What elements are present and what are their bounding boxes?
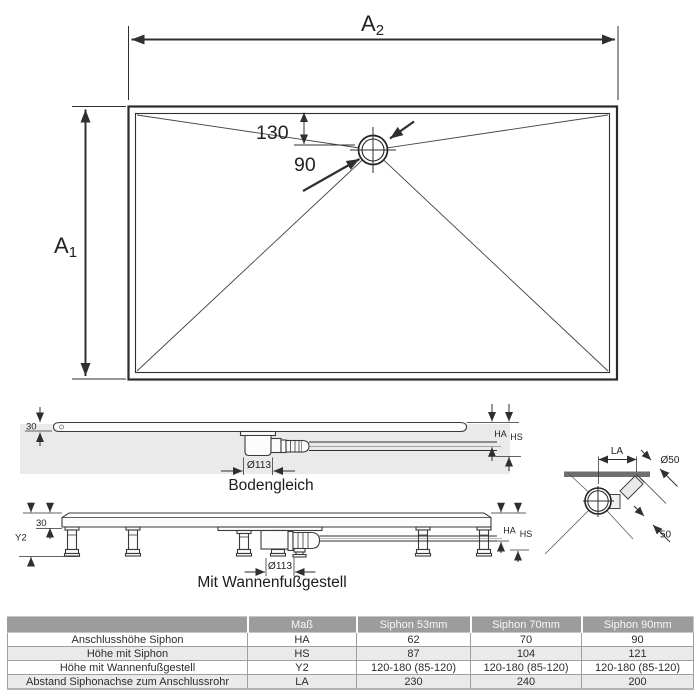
table-row-ha: Anschlusshöhe Siphon HA 62 70 90 — [7, 632, 694, 647]
siphon-trap-feet — [260, 529, 502, 558]
label-a1: A1 — [54, 233, 77, 261]
drain-symbol — [350, 127, 396, 173]
dimension-ha-hs-feet: HA HS — [480, 502, 533, 562]
table-row-la: Abstand Siphonachse zum Anschlussrohr LA… — [7, 674, 694, 690]
section-wannenfussgestell: Y2 30 Ø113 — [15, 502, 533, 576]
row-label: Anschlusshöhe Siphon — [7, 632, 248, 647]
support-feet — [63, 526, 493, 557]
svg-text:HA: HA — [494, 429, 507, 439]
svg-text:Ø113: Ø113 — [247, 460, 271, 471]
row-value: 90 — [581, 632, 694, 647]
svg-text:Ø113: Ø113 — [268, 561, 292, 572]
table-row-y2: Höhe mit Wannenfußgestell Y2 120-180 (85… — [7, 660, 694, 675]
svg-text:HS: HS — [510, 432, 523, 442]
dimension-30-flat: 30 — [25, 407, 52, 446]
row-value: 62 — [356, 632, 471, 647]
label-90: 90 — [294, 154, 316, 176]
row-value: 70 — [470, 632, 582, 647]
wall-edge — [564, 471, 650, 477]
row-code: HS — [247, 646, 357, 661]
svg-text:HA: HA — [503, 526, 516, 536]
spec-table: Maß Siphon 53mm Siphon 70mm Siphon 90mm … — [7, 616, 694, 690]
table-row-hs: Höhe mit Siphon HS 87 104 121 — [7, 646, 694, 661]
label-130: 130 — [256, 122, 289, 144]
label-a2: A2 — [361, 11, 384, 39]
row-label: Abstand Siphonachse zum Anschlussrohr — [7, 674, 248, 690]
dimension-a2: A2 — [128, 11, 619, 100]
caption-wannenfussgestell: Mit Wannenfußgestell — [197, 574, 347, 591]
row-value: 120-180 (85-120) — [356, 660, 471, 675]
row-value: 87 — [356, 646, 471, 661]
dimension-la: LA — [598, 446, 637, 484]
tray-profile-flat — [52, 421, 468, 433]
outlet-pipe — [609, 474, 645, 509]
svg-text:Ø50: Ø50 — [661, 455, 680, 466]
row-value: 120-180 (85-120) — [470, 660, 582, 675]
dimension-a1: A1 — [54, 106, 126, 380]
drain-symbol-detail — [583, 486, 614, 517]
row-code: LA — [247, 674, 357, 690]
svg-text:30: 30 — [36, 518, 47, 529]
slope-lines — [136, 114, 609, 372]
row-value: 121 — [581, 646, 694, 661]
dimension-y2: Y2 — [15, 502, 80, 567]
table-header-empty — [7, 616, 248, 633]
detail-outlet-view: LA Ø50 50 — [544, 446, 680, 555]
table-header-siphon90: Siphon 90mm — [580, 616, 694, 633]
row-code: Y2 — [247, 660, 357, 675]
row-value: 240 — [470, 674, 582, 690]
dimension-130: 130 — [256, 112, 355, 146]
dimension-ha-hs-flat: HA HS — [466, 404, 523, 471]
dimension-d50: Ø50 — [640, 449, 680, 487]
row-label: Höhe mit Wannenfußgestell — [7, 660, 248, 675]
row-value: 120-180 (85-120) — [581, 660, 694, 675]
dimension-d113-flat: Ø113 — [221, 457, 295, 475]
table-header-mass: Maß — [246, 616, 357, 633]
siphon-trap — [239, 430, 501, 457]
svg-text:HS: HS — [520, 529, 533, 539]
svg-text:50: 50 — [660, 530, 672, 541]
caption-bodengleich: Bodengleich — [228, 477, 314, 494]
slope-lines-detail — [544, 471, 634, 555]
dimension-d113-feet: Ø113 — [244, 558, 316, 576]
row-code: HA — [247, 632, 357, 647]
section-bodengleich: 30 Ø113 HA HS — [20, 404, 523, 475]
plan-view-diagram: A2 A1 130 — [54, 11, 619, 381]
dimension-50: 50 — [633, 477, 672, 543]
svg-text:30: 30 — [26, 422, 37, 433]
row-label: Höhe mit Siphon — [7, 646, 248, 661]
table-header-row: Maß Siphon 53mm Siphon 70mm Siphon 90mm — [7, 616, 694, 633]
svg-text:LA: LA — [611, 446, 624, 457]
row-value: 230 — [356, 674, 471, 690]
row-value: 104 — [470, 646, 582, 661]
svg-text:Y2: Y2 — [15, 533, 27, 544]
table-header-siphon70: Siphon 70mm — [469, 616, 582, 633]
dimension-30-feet: 30 — [36, 502, 62, 539]
row-value: 200 — [581, 674, 694, 690]
dimension-90: 90 — [294, 120, 415, 192]
table-header-siphon53: Siphon 53mm — [355, 616, 471, 633]
